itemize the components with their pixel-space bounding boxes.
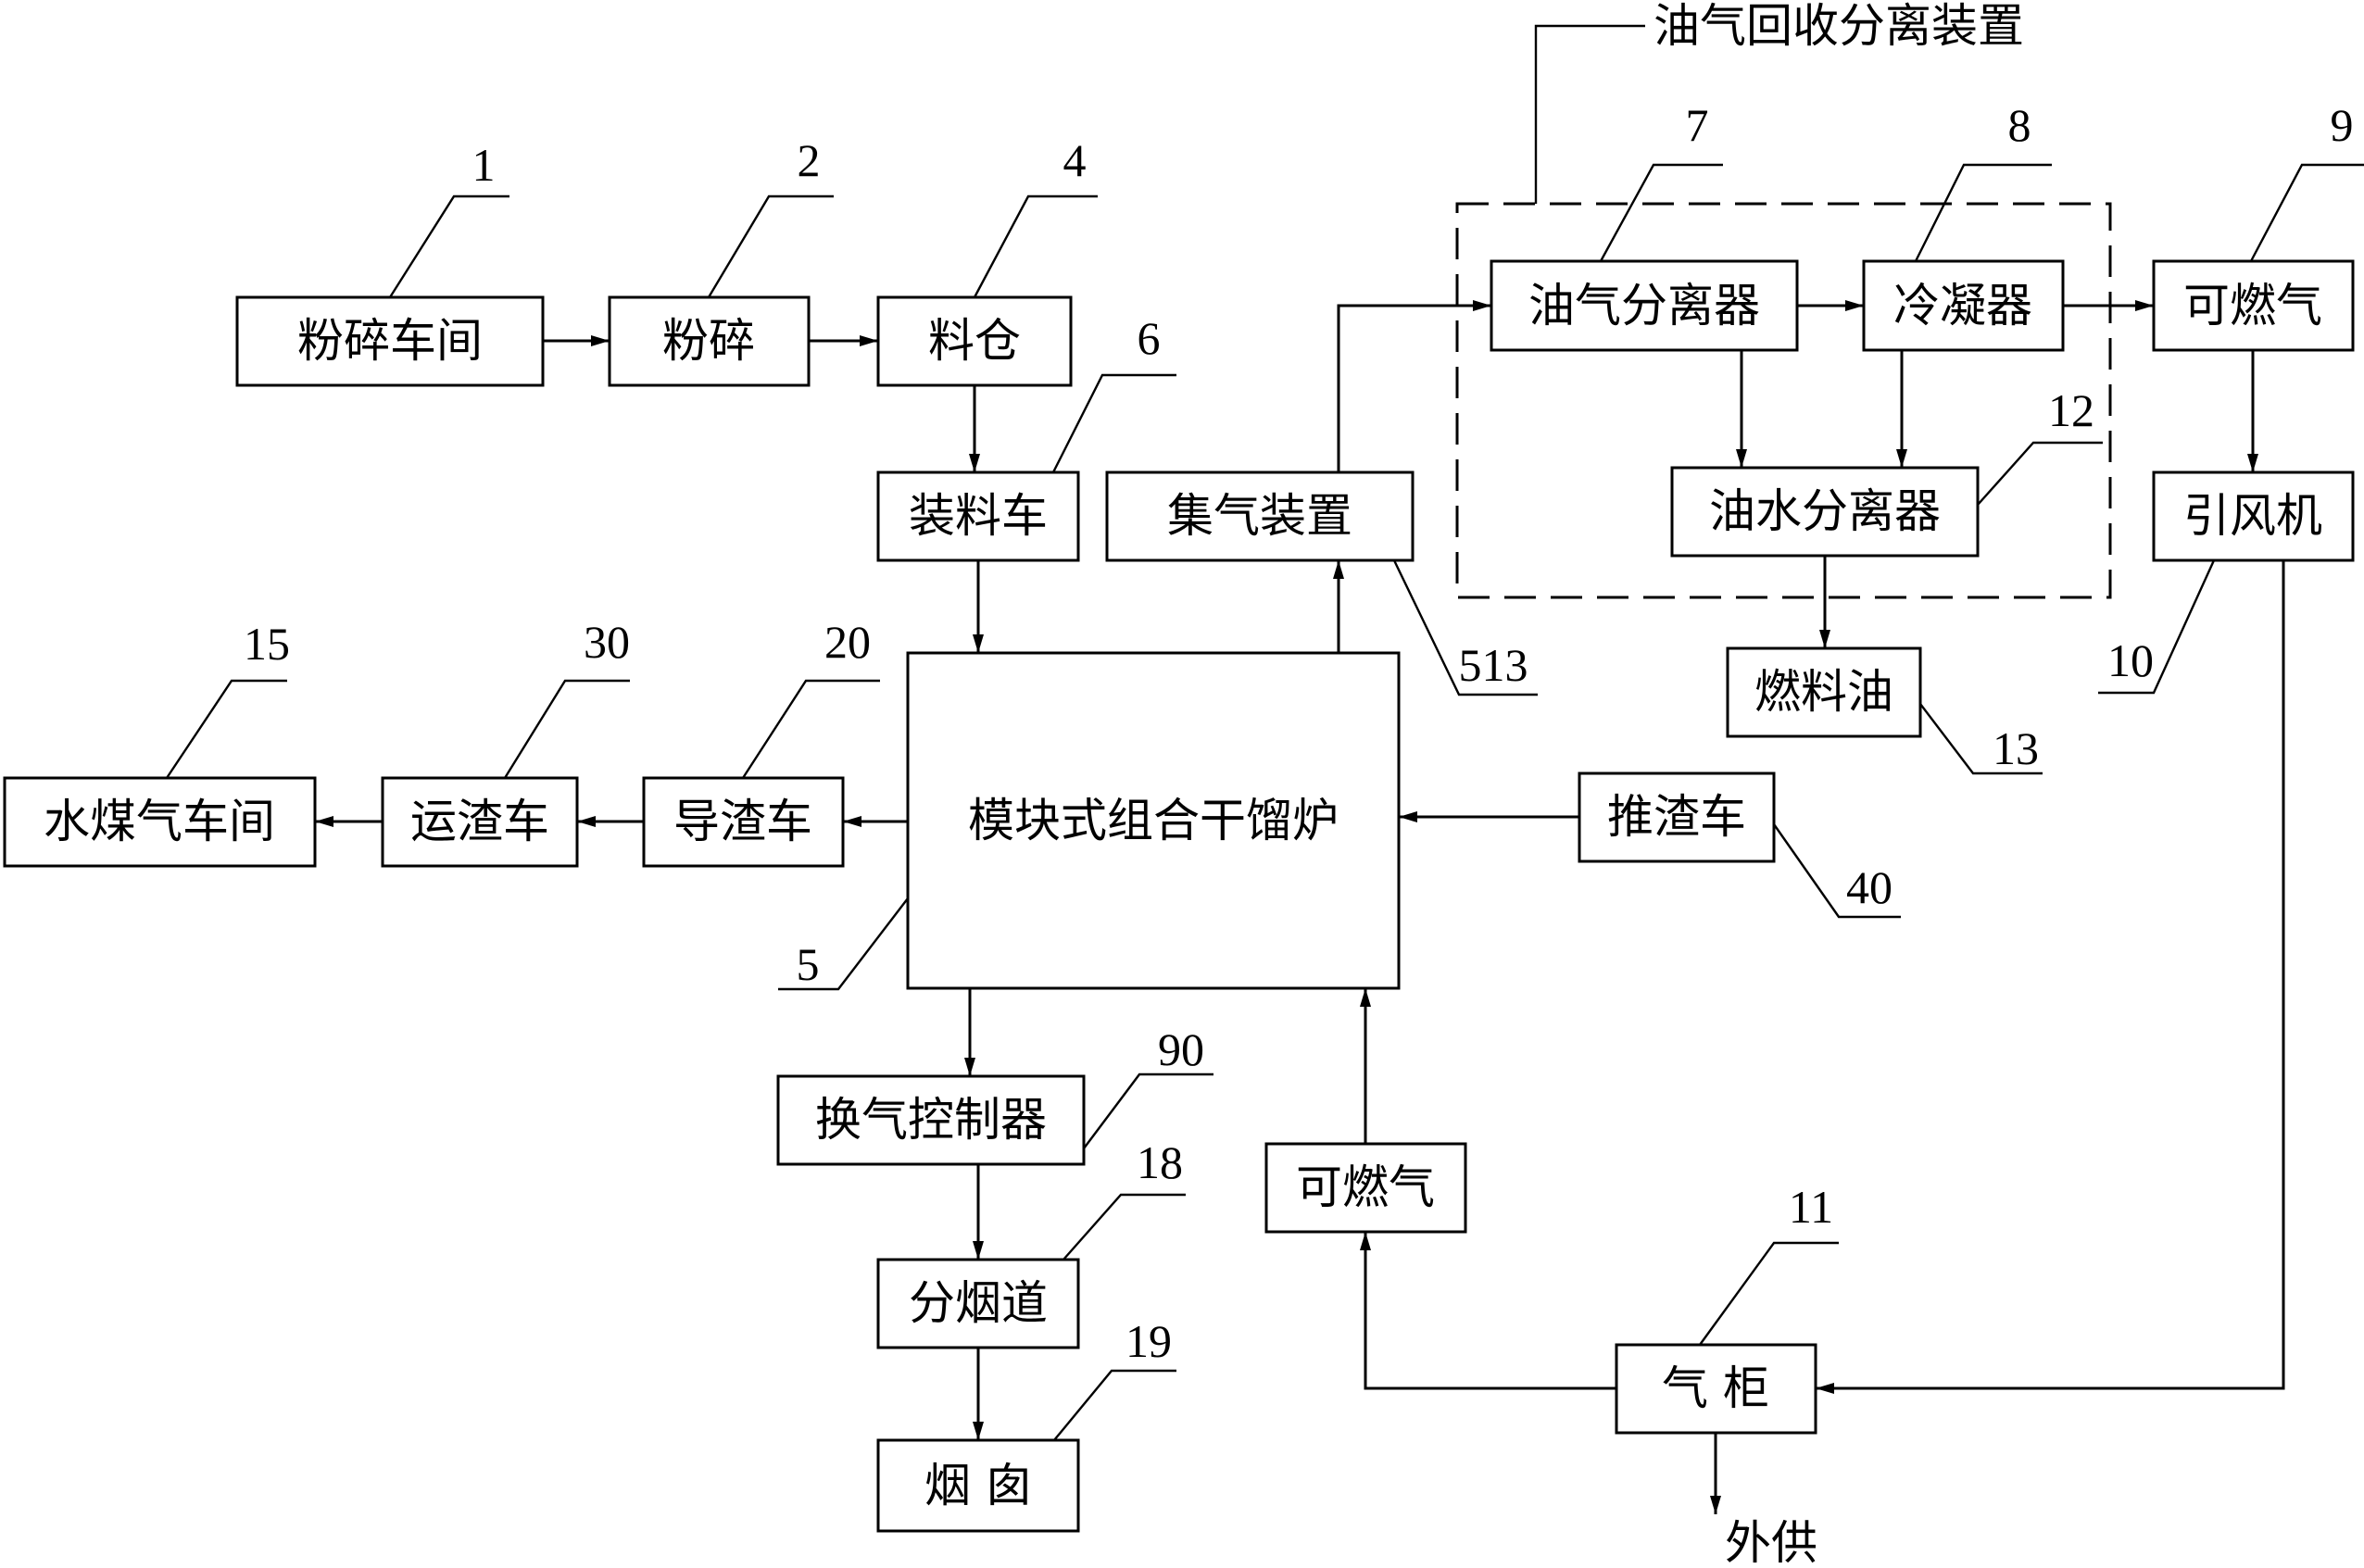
svg-text:粉碎车间: 粉碎车间 [297,314,483,368]
box-condenser: 冷凝器 [1862,259,2065,352]
box-ventilation-controller: 换气控制器 [776,1074,1086,1166]
ref-2: 2 [798,134,821,186]
svg-text:油水分离器: 油水分离器 [1709,484,1941,538]
box-induced-fan: 引风机 [2152,470,2355,562]
box-oil-water-separator: 油水分离器 [1670,466,1980,558]
ref-9: 9 [2331,99,2354,151]
leader-18 [1063,1193,1186,1261]
svg-text:油气分离器: 油气分离器 [1528,279,1760,332]
leader-2 [707,194,834,298]
svg-text:装料车: 装料车 [909,489,1048,543]
box-chimney: 烟 囱 [876,1438,1080,1533]
ref-19: 19 [1125,1315,1172,1367]
svg-text:料仓: 料仓 [928,314,1021,368]
leader-13 [1919,703,2043,775]
ref-1: 1 [472,139,496,191]
box-silo: 料仓 [876,295,1073,387]
svg-text:燃料油: 燃料油 [1754,665,1893,719]
ref-12: 12 [2048,384,2094,436]
leader-15 [166,679,287,779]
leader-90 [1083,1073,1213,1149]
svg-text:换气控制器: 换气控制器 [815,1093,1047,1147]
ref-8: 8 [2008,99,2031,151]
arrow-fan-to-gas-holder [1816,560,2285,1394]
svg-text:运渣车: 运渣车 [410,795,549,848]
svg-text:可燃气: 可燃气 [1296,1160,1435,1214]
svg-text:推渣车: 推渣车 [1607,790,1746,844]
box-slag-pusher-car: 推渣车 [1578,771,1776,863]
ref-15: 15 [244,618,290,670]
leader-19 [1053,1369,1176,1441]
box-combustible-gas-bottom: 可燃气 [1264,1142,1467,1234]
svg-text:冷凝器: 冷凝器 [1893,279,2032,332]
ref-18: 18 [1137,1136,1183,1188]
box-flue-splitter: 分烟道 [876,1258,1080,1349]
ref-10: 10 [2107,634,2154,686]
leader-12 [1977,441,2103,506]
arrow-gas-collector-to-separator [1337,300,1491,472]
svg-text:气 柜: 气 柜 [1662,1361,1769,1415]
leader-5 [778,897,909,991]
box-loading-car: 装料车 [876,470,1080,562]
svg-text:集气装置: 集气装置 [1167,489,1352,543]
oil-gas-recovery-leader [1534,24,1645,204]
svg-text:分烟道: 分烟道 [909,1276,1048,1330]
box-crushing: 粉碎 [608,295,811,387]
box-slag-transport-car: 运渣车 [381,776,579,868]
leader-40 [1773,823,1901,919]
ref-7: 7 [1686,99,1709,151]
leader-6 [1051,373,1176,473]
ref-20: 20 [824,616,871,668]
svg-text:模块式组合干馏炉: 模块式组合干馏炉 [968,794,1339,847]
ref-90: 90 [1158,1023,1204,1075]
box-gas-collector: 集气装置 [1105,470,1415,562]
ref-13: 13 [1993,722,2039,774]
ref-5: 5 [797,938,820,990]
box-combustible-gas-top: 可燃气 [2152,259,2355,352]
leader-513 [1392,559,1538,696]
box-slag-guide-car: 导渣车 [642,776,845,868]
ref-4: 4 [1063,134,1087,186]
box-oil-gas-separator: 油气分离器 [1490,259,1799,352]
leader-7 [1599,163,1723,262]
leader-20 [741,679,880,779]
box-retort: 模块式组合干馏炉 [906,651,1401,990]
leader-9 [2249,163,2364,262]
svg-text:烟 囱: 烟 囱 [924,1459,1032,1512]
arrow-gas-holder-to-combustible-gas [1360,1232,1616,1390]
svg-text:引风机: 引风机 [2183,489,2322,543]
box-crushing-workshop: 粉碎车间 [235,295,545,387]
box-gas-holder: 气 柜 [1615,1343,1817,1435]
oil-gas-recovery-boundary [1455,202,2112,599]
svg-text:水煤气车间: 水煤气车间 [44,795,275,848]
ref-6: 6 [1138,312,1161,364]
ref-30: 30 [584,616,630,668]
leader-30 [503,679,630,779]
ref-11: 11 [1789,1181,1833,1233]
ref-513: 513 [1459,639,1528,691]
box-water-gas-workshop: 水煤气车间 [3,776,317,868]
leader-10 [2098,559,2216,695]
leader-4 [973,194,1098,298]
oil-gas-recovery-title: 油气回收分离装置 [1654,0,2024,53]
ref-40: 40 [1846,861,1892,913]
box-fuel-oil: 燃料油 [1726,646,1922,738]
svg-text:粉碎: 粉碎 [662,314,755,368]
leader-8 [1914,163,2052,262]
svg-text:可燃气: 可燃气 [2183,279,2322,332]
leader-11 [1699,1241,1839,1346]
svg-text:导渣车: 导渣车 [673,795,812,848]
external-supply-label: 外供 [1725,1516,1817,1568]
leader-1 [388,194,509,298]
